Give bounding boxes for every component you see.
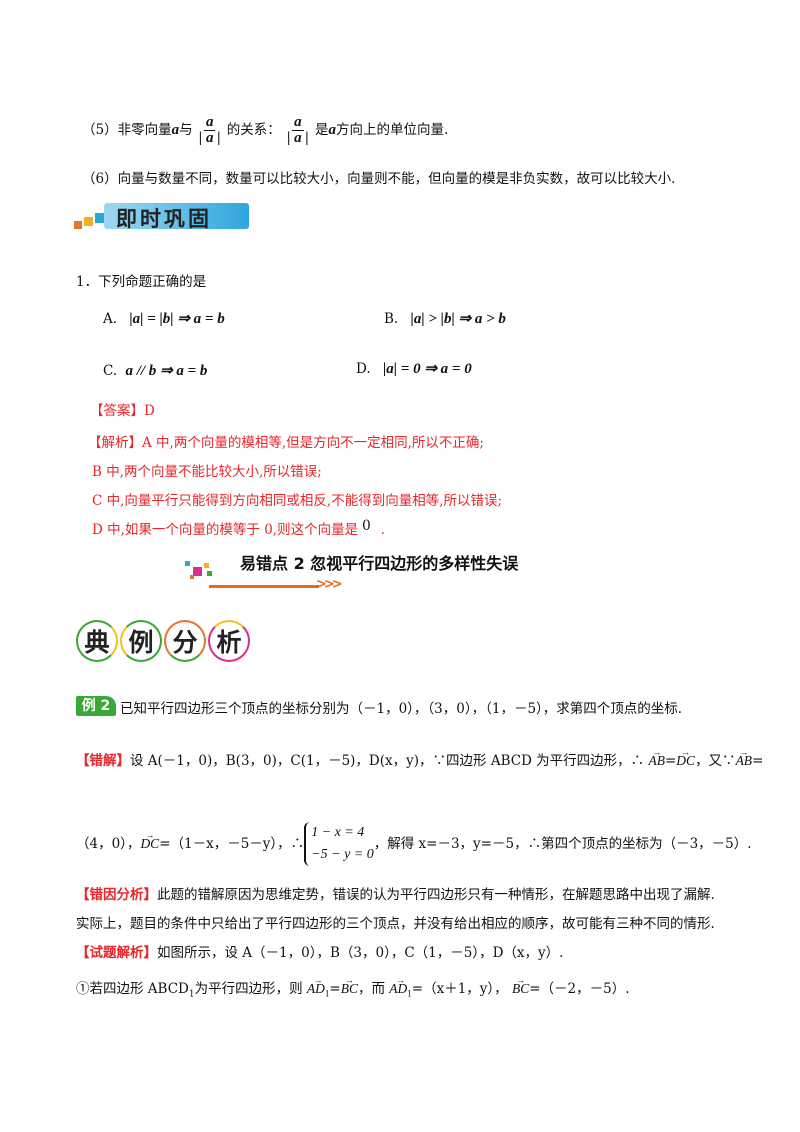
banner-consolidate: 即时巩固	[74, 201, 249, 231]
fraction-a-over-norm: a | a |	[198, 114, 221, 146]
deco-square	[204, 563, 209, 568]
example-badge: 例 2	[76, 696, 116, 716]
arrow-icon: >>>	[316, 577, 343, 592]
vector-dc-2: DC	[140, 826, 159, 853]
fraction-a-over-norm-2: a | a |	[287, 114, 309, 146]
para-5: （5）非零向量a与 a | a | 的关系： a | a | 是a方向上的单位向…	[82, 114, 449, 146]
deco-square	[84, 217, 93, 226]
banner-title: 即时巩固	[116, 207, 212, 231]
vector-bc-2: BC	[512, 971, 530, 998]
wrong-solution-line-2: （4，0）， DC =（1－x，－5－y），∴ 1 − x = 4 −5 − y…	[76, 822, 752, 866]
banner-background	[104, 203, 249, 229]
vector-bc: BC	[341, 971, 359, 998]
vector-dc: DC	[676, 743, 695, 770]
analysis-line-2: B 中,两个向量不能比较大小,所以错误;	[92, 464, 322, 480]
option-d: D. |a| = 0 ⇒ a = 0	[356, 361, 472, 377]
deco-square	[185, 561, 190, 566]
vector-ad1-2: AD1	[389, 971, 412, 1003]
section-title: 易错点 2 忽视平行四边形的多样性失误	[240, 554, 519, 573]
deco-square	[207, 571, 212, 576]
cause-line-2: 实际上，题目的条件中只给出了平行四边形的三个顶点，并没有给出相应的顺序，故可能有…	[76, 916, 715, 932]
title-circle-3: 分	[164, 620, 206, 662]
option-a: A. |a| = |b| ⇒ a = b	[103, 311, 225, 327]
analysis-line-1: 【解析】A 中,两个向量的模相等,但是方向不一定相同,所以不正确;	[88, 435, 484, 451]
solution-line-2: ①若四边形 ABCD1为平行四边形，则 AD1=BC，而 AD1=（x＋1，y）…	[76, 971, 630, 1004]
title-circle-2: 例	[120, 620, 162, 662]
question-stem: 1．下列命题正确的是	[76, 274, 207, 290]
deco-square	[193, 567, 202, 576]
solution-line-1: 【试题解析】如图所示，设 A（－1，0），B（3，0），C（1，－5），D（x，…	[76, 945, 564, 961]
option-b: B. |a| > |b| ⇒ a > b	[384, 311, 506, 327]
title-circle-4: 析	[208, 620, 250, 662]
deco-square	[190, 575, 194, 579]
para-6: （6）向量与数量不同，数量可以比较大小，向量则不能，但向量的模是非负实数，故可以…	[82, 171, 676, 187]
vector-ad1: AD1	[307, 971, 330, 1003]
banner-underline	[209, 585, 319, 588]
analysis-line-3: C 中,向量平行只能得到方向相同或相反,不能得到向量相等,所以错误;	[92, 493, 503, 509]
wrong-solution-line-1: 【错解】设 A(－1，0)，B(3，0)，C(1，－5)，D(x，y)，∵四边形…	[76, 743, 763, 770]
equation-system: 1 − x = 4 −5 − y = 0	[304, 822, 374, 866]
cause-line-1: 【错因分析】此题的错解原因为思维定势，错误的认为平行四边形只有一种情形，在解题思…	[76, 887, 715, 903]
answer-line: 【答案】D	[90, 403, 155, 419]
deco-square	[74, 221, 82, 229]
example-text: 已知平行四边形三个顶点的坐标分别为（－1，0），（3，0），（1，－5），求第四…	[120, 701, 683, 717]
vector-ab: AB	[648, 743, 665, 770]
vector-ab-2: AB	[736, 743, 753, 770]
title-circle-1: 典	[76, 620, 118, 662]
option-c: C. a // b ⇒ a = b	[103, 363, 208, 379]
deco-square	[95, 213, 105, 223]
